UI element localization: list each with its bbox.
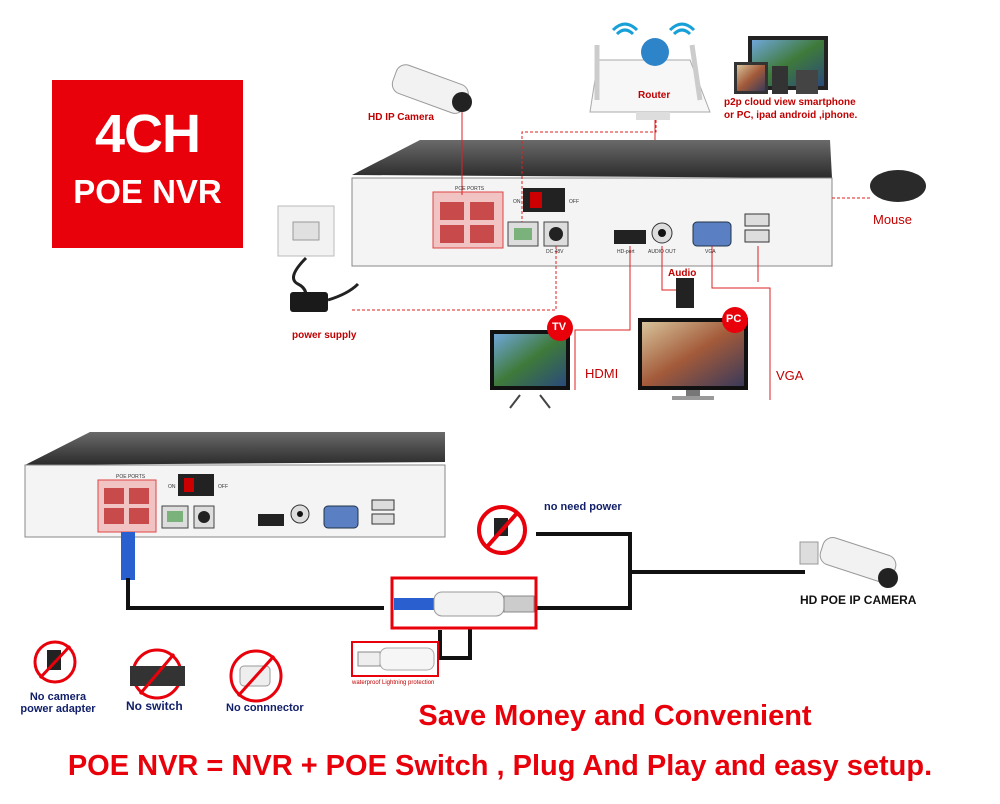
label-hdmi: HDMI [585,366,619,381]
label-no-adapter-line2: power adapter [20,703,96,715]
label-no-adapter-line1: No camera [29,691,87,703]
tv-circle [547,315,573,341]
svg-text:OFF: OFF [569,199,579,205]
label-hd-poe-ip-camera: HD POE IP CAMERA [800,593,917,607]
mobile-devices [734,36,828,94]
label-p2p-line2: or PC, ipad android ,iphone. [724,110,858,121]
label-waterproof: waterproof Lightning protection [352,680,435,686]
label-pc: PC [726,313,742,325]
label-tv: TV [552,321,567,333]
svg-text:POE PORTS: POE PORTS [116,474,146,480]
no-adapter-icon [33,640,77,684]
audio-speaker [676,278,694,308]
label-power-supply: power supply [292,330,357,341]
mouse-device [870,170,926,202]
svg-text:OFF: OFF [218,484,228,490]
wifi-icon [668,22,696,36]
no-power-icon [477,505,527,555]
formula-line: POE NVR = NVR + POE Switch , Plug And Pl… [67,750,933,782]
ethernet-cable-nvr [121,532,135,580]
nvr-bottom: POE PORTS ON OFF [24,432,446,538]
label-hd-ip-camera: HD IP Camera [368,112,434,123]
label-no-connector: No connnector [226,702,304,714]
bottom-cables [126,532,805,660]
label-mouse: Mouse [873,212,913,227]
top-connections [352,112,870,400]
svg-text:DC 48V: DC 48V [546,249,564,255]
globe-icon [641,38,669,66]
power-supply [277,205,360,312]
camera-top [391,64,472,114]
camera-bottom [799,537,898,588]
label-no-switch: No switch [126,699,183,713]
svg-text:POE PORTS: POE PORTS [455,186,485,192]
label-no-need-power: no need power [544,501,622,513]
badge-product-name: POE NVR [73,173,222,210]
label-p2p-line1: p2p cloud view smartphone [724,97,856,108]
waterproof-box [351,641,439,677]
router [589,22,711,120]
no-switch-icon [130,648,185,700]
label-no-adapter: No camera power adapter [18,691,98,715]
wifi-icon [611,22,639,36]
svg-text:ON: ON [168,484,176,490]
svg-text:ON: ON [513,199,521,205]
label-vga: VGA [776,368,804,383]
headline: Save Money and Convenient [418,700,812,732]
connector-box [390,576,538,630]
pc-circle [722,307,748,333]
no-connector-icon [229,649,283,703]
label-audio: Audio [668,268,697,279]
product-badge: 4CH POE NVR [52,80,243,248]
badge-channel-count: 4CH [94,104,201,164]
svg-text:HD-port: HD-port [617,249,635,255]
svg-text:VGA: VGA [705,249,716,255]
label-router: Router [638,90,671,101]
tv-device [490,330,570,409]
